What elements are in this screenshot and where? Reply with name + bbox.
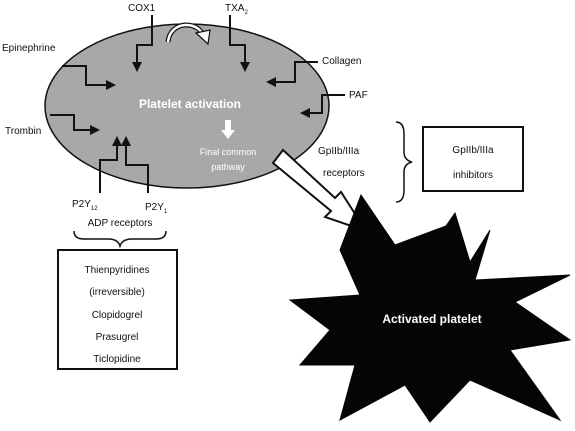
final-pathway-line2: pathway: [211, 162, 245, 172]
gp-inhibitors-line2: inhibitors: [453, 170, 493, 181]
gp-inhibitors-box: [422, 126, 524, 192]
activated-platelet-star: [288, 193, 572, 423]
txa2-arrow: [229, 15, 250, 72]
gp-receptors-line2: receptors: [323, 168, 365, 179]
collagen-label: Collagen: [322, 56, 361, 67]
drug-item: Thienpyridines: [84, 265, 149, 276]
txa2-label: TXA2: [225, 3, 248, 16]
drug-item: Clopidogrel: [92, 310, 143, 321]
p2y1-label: P2Y1: [145, 202, 168, 215]
gp-receptors-brace: [395, 121, 413, 203]
drug-item: (irreversible): [89, 287, 145, 298]
trombin-label: Trombin: [5, 126, 41, 137]
gp-inhibitors-line1: GpIIb/IIIa: [452, 145, 494, 156]
big-outlined-arrow: [271, 148, 369, 233]
trombin-arrow: [50, 114, 100, 135]
collagen-arrow: [266, 61, 318, 87]
activated-platelet-label: Activated platelet: [382, 312, 481, 326]
p2y12-label: P2Y12: [72, 199, 98, 212]
final-pathway-arrow: [221, 120, 235, 139]
adp-receptors-label: ADP receptors: [88, 218, 153, 229]
gp-receptors-line1: GpIIb/IIIa: [318, 146, 360, 157]
epinephrine-label: Epinephrine: [2, 43, 56, 54]
final-pathway-line1: Final common: [200, 147, 257, 157]
paf-arrow: [300, 94, 345, 118]
cox1-label: COX1: [128, 3, 156, 14]
platelet-activation-title: Platelet activation: [139, 97, 241, 111]
drug-item: Prasugrel: [96, 332, 139, 343]
p2y12-arrow: [99, 136, 122, 193]
paf-label: PAF: [349, 90, 368, 101]
epinephrine-arrow: [62, 65, 116, 90]
drug-item: Ticlopidine: [93, 354, 141, 365]
drugs-box: [57, 249, 178, 370]
p2y1-arrow: [121, 136, 149, 193]
cox1-arrow: [132, 15, 153, 72]
adp-receptors-brace: [73, 230, 167, 249]
